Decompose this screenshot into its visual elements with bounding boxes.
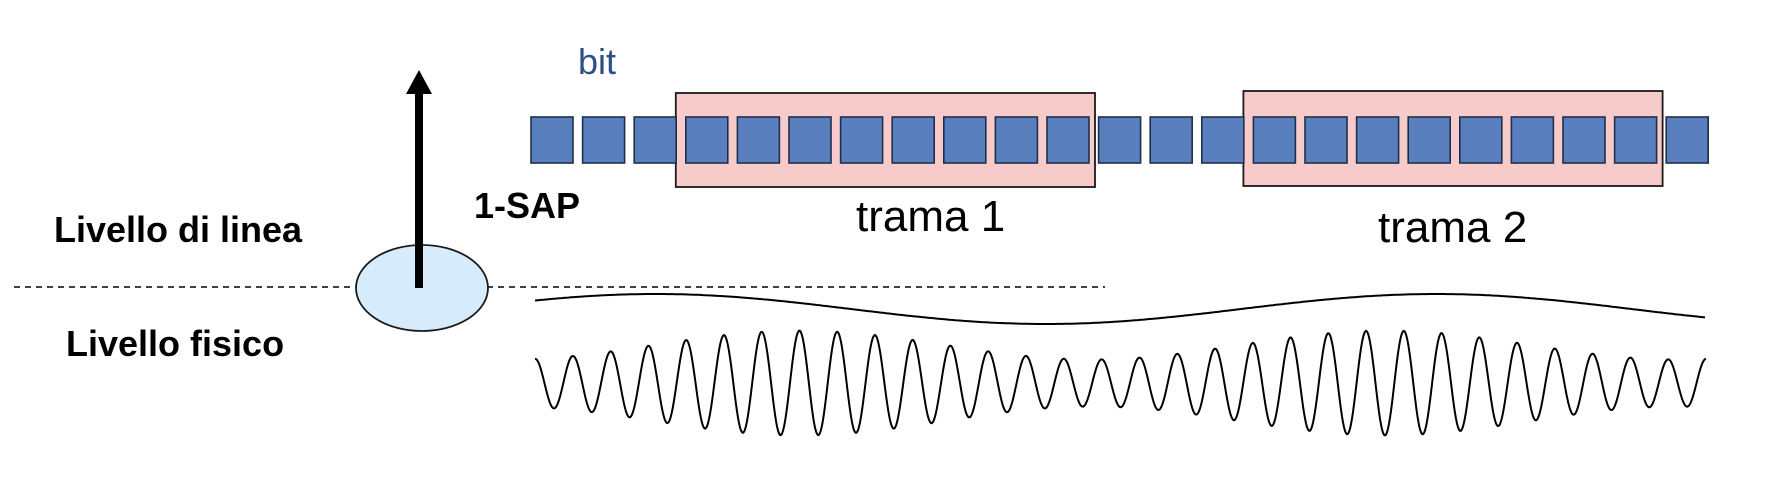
bit-cell [1201,116,1245,164]
bit-cell [1304,116,1348,164]
bit-label: bit [578,41,617,82]
bit-cell [1665,116,1709,164]
bit-cell [1097,116,1142,164]
bit-cell [891,116,936,164]
bit-cell [1613,116,1658,164]
frame-1-label: trama 1 [856,192,1006,241]
modulated-carrier-signal [534,329,1707,437]
bit-cell [530,116,574,164]
bit-cell [942,116,987,164]
bit-cell [994,116,1039,164]
sap-arrow-head [406,70,432,94]
bit-cell [1562,116,1606,164]
bit-cell [788,116,832,164]
bit-cell [581,116,626,164]
modulating-signal [534,293,1706,325]
bit-cell [684,116,729,164]
frame-2-label: trama 2 [1378,203,1528,252]
physical-layer-label: Livello fisico [66,323,285,364]
bit-cell [736,116,781,164]
bit-cell [1252,116,1297,164]
bit-cell [839,116,884,164]
bit-cell [1459,116,1503,164]
sap-label: 1-SAP [474,185,581,226]
bit-cell [1149,116,1193,164]
data-link-layer-label: Livello di linea [54,209,303,250]
bit-cell [1510,116,1555,164]
bit-cell [633,116,678,164]
bit-row [530,116,1709,164]
bit-cell [1046,116,1090,164]
bit-cell [1407,116,1451,164]
bit-cell [1355,116,1400,164]
